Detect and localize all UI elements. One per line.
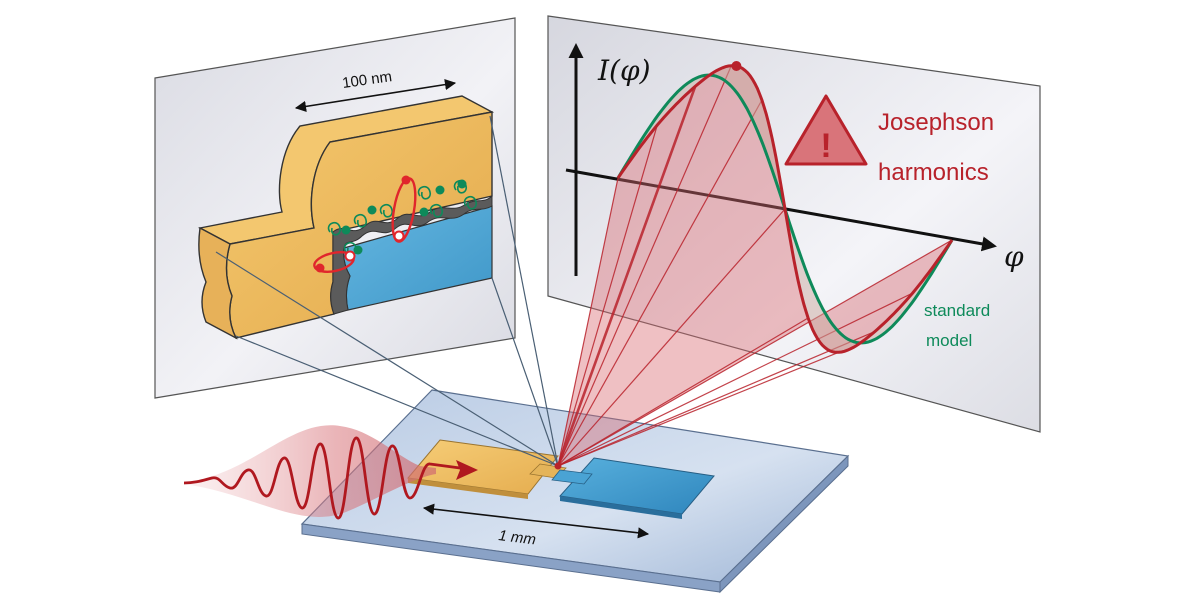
harmonics-projection-fan bbox=[556, 65, 953, 467]
curve-peak-dot bbox=[731, 61, 742, 71]
nm-scale-label: 100 nm bbox=[341, 68, 393, 92]
projection-lines-left bbox=[215, 115, 559, 467]
josephson-harmonics-curve bbox=[616, 64, 954, 354]
fan-ray bbox=[557, 65, 732, 467]
right-panel: I(φ) φ ! Josephson harmonics standard mo… bbox=[547, 15, 1041, 433]
current-axis-label: I(φ) bbox=[597, 54, 651, 87]
red-electron-dots bbox=[315, 175, 411, 273]
blue-lead bbox=[551, 469, 593, 485]
mm-scale-label: 1 mm bbox=[498, 527, 537, 548]
mm-scale-arrow bbox=[422, 503, 650, 539]
fan-ray bbox=[557, 208, 786, 467]
gold-block-side bbox=[198, 226, 238, 340]
pulse-wave bbox=[183, 436, 461, 520]
fan-ray bbox=[556, 85, 697, 467]
substrate-right-edge bbox=[719, 454, 849, 594]
phase-axis-label: φ bbox=[1004, 240, 1024, 273]
gold-pad-edge bbox=[408, 478, 528, 499]
fan-cone bbox=[558, 65, 952, 466]
warning-glyph: ! bbox=[820, 127, 831, 165]
fan-ray bbox=[557, 239, 953, 467]
junction-point bbox=[554, 462, 562, 470]
nm-scale-arrow bbox=[294, 79, 457, 112]
fan-ray bbox=[557, 331, 876, 467]
josephson-label: Josephson bbox=[878, 109, 994, 136]
left-panel: 100 nm bbox=[154, 17, 516, 399]
fan-ray bbox=[557, 177, 619, 467]
fan-ray bbox=[557, 292, 913, 467]
green-electron-dots bbox=[341, 179, 467, 255]
pulse-envelope bbox=[184, 425, 436, 517]
fan-ray bbox=[557, 99, 763, 467]
right-panel-plane bbox=[547, 15, 1041, 433]
current-phase-curves bbox=[616, 61, 954, 354]
fan-ray bbox=[557, 351, 839, 467]
fan-ray bbox=[557, 317, 809, 467]
pulse-arrow-head bbox=[456, 460, 478, 480]
harmonics-label: harmonics bbox=[878, 159, 989, 186]
microwave-pulse bbox=[183, 425, 478, 520]
fan-ray bbox=[557, 124, 658, 467]
model-label: model bbox=[926, 331, 972, 350]
oxide-barrier bbox=[330, 194, 493, 315]
phase-axis bbox=[565, 168, 997, 252]
warning-triangle-icon: ! bbox=[784, 94, 868, 166]
standard-label: standard bbox=[924, 301, 990, 320]
chip: 1 mm bbox=[300, 389, 850, 594]
